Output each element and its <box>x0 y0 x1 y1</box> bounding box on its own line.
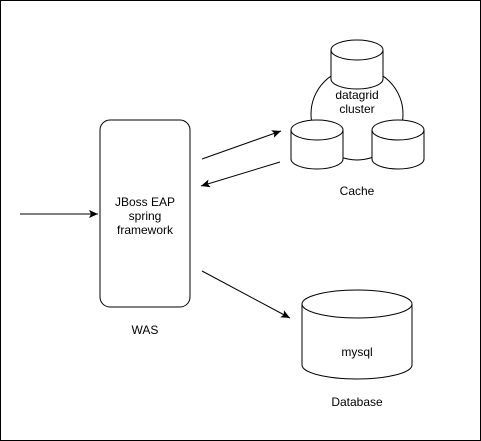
database-caption: Database <box>331 395 383 409</box>
was-to-database-arrow <box>201 270 291 319</box>
was-node-text: JBoss EAP spring framework <box>114 195 176 237</box>
database-text: mysql <box>341 345 373 359</box>
cache-caption: Cache <box>339 184 375 198</box>
database-cylinder <box>301 289 413 380</box>
was-node-box <box>99 119 191 308</box>
datagrid-cluster-text: datagrid cluster <box>335 88 379 116</box>
was-to-cache-arrow <box>201 130 282 160</box>
cache-node-cylinder-right <box>371 119 425 170</box>
was-caption: WAS <box>131 323 159 337</box>
cache-to-was-arrow <box>200 161 281 188</box>
cache-node-cylinder-top <box>330 39 384 90</box>
cache-node-cylinder-left <box>290 119 344 170</box>
